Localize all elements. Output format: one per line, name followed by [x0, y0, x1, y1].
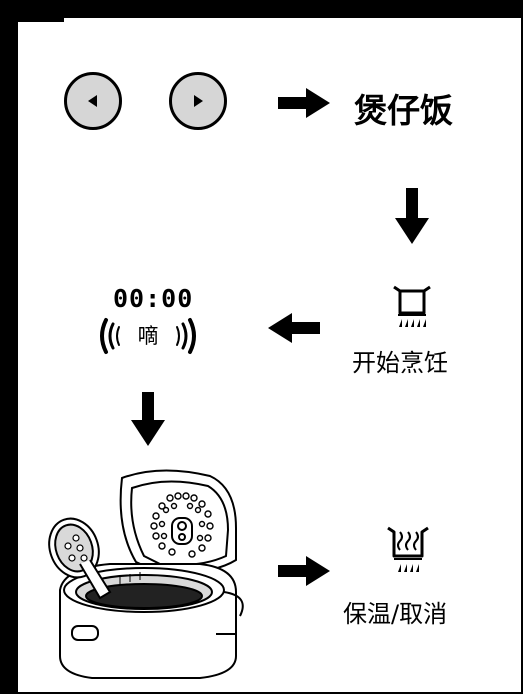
menu-prev-button[interactable] [64, 72, 122, 130]
menu-next-button[interactable] [169, 72, 227, 130]
display-time: 00:00 [113, 284, 194, 313]
menu-label: 煲仔饭 [354, 91, 453, 130]
keep-warm-label: 保温/取消 [343, 600, 448, 628]
corner-tab [0, 0, 64, 22]
pot-flame-icon [393, 285, 431, 327]
arrow-left-icon [268, 313, 320, 343]
triangle-right-icon [194, 95, 203, 107]
arrow-right-icon [278, 88, 330, 118]
triangle-left-icon [88, 95, 97, 107]
beep-text: 嘀 [137, 324, 159, 348]
arrow-down-icon [131, 392, 165, 446]
pot-steam-icon [387, 526, 429, 572]
arrow-down-icon [395, 188, 429, 244]
start-cooking-label: 开始烹饪 [352, 349, 448, 377]
arrow-right-icon [278, 556, 330, 586]
beep-sound-icon [100, 318, 196, 354]
rice-cooker-illustration [48, 469, 244, 679]
